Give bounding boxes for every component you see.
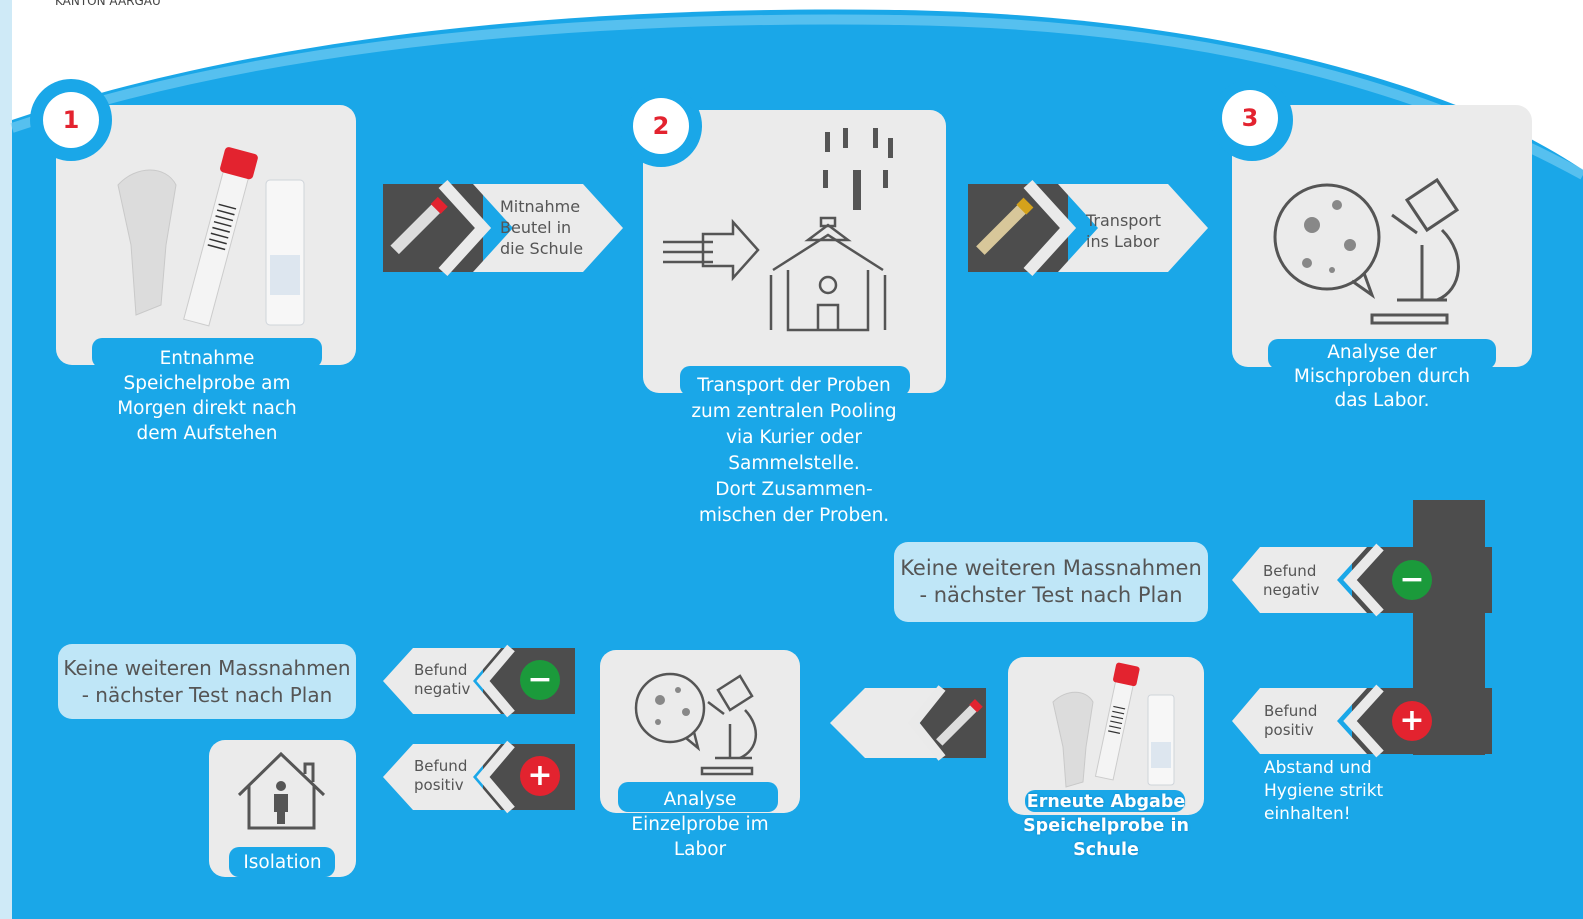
arrow-lab — [968, 179, 1208, 277]
microscope-icon — [1273, 177, 1460, 325]
canton-label: KANTON AARGAU — [55, 0, 161, 8]
resubmit-caption: Erneute Abgabe Speichelprobe in Schule — [1023, 792, 1189, 860]
step-2-card — [643, 110, 946, 393]
step-3-caption: Analyse der Mischproben durch das Labor. — [1293, 342, 1471, 411]
negative-minus-icon: − — [1392, 560, 1432, 600]
positive-plus-icon: + — [1392, 701, 1432, 741]
result-positive-left-label: Befund positiv — [414, 757, 468, 794]
result-negative-right-label: Befund negativ — [1263, 562, 1320, 599]
resubmit-label-tab — [1025, 790, 1185, 812]
arrow-lab-label: Transport ins Labor — [1086, 211, 1162, 251]
positive-plus-icon: + — [520, 756, 560, 796]
negative-minus-icon: − — [520, 660, 560, 700]
house-person-icon — [237, 751, 326, 830]
saliva-test-kit-icon — [117, 147, 305, 327]
arrow-to-single-analysis — [830, 685, 986, 761]
saliva-test-kit-icon — [1052, 662, 1175, 788]
step-2-caption: Transport der Proben zum zentralen Pooli… — [691, 375, 897, 526]
step-1-caption: Entnahme Speichelprobe am Morgen direkt … — [117, 348, 297, 444]
no-measures-right: Keine weiteren Massnahmen - nächster Tes… — [894, 542, 1208, 622]
single-analysis-caption: Analyse Einzelprobe im Labor — [631, 789, 769, 860]
isolation-label-tab — [229, 847, 335, 877]
result-negative-left-label: Befund negativ — [414, 661, 471, 698]
step-2-label-tab — [680, 366, 910, 396]
step-3-label-tab — [1268, 339, 1496, 369]
result-positive-right-label: Befund positiv — [1264, 702, 1318, 739]
step-3-card — [1232, 105, 1532, 367]
microscope-icon — [634, 672, 758, 776]
isolation-caption: Isolation — [243, 852, 322, 873]
step-1-card — [56, 105, 356, 365]
single-analysis-label-tab — [618, 782, 778, 812]
school-building-icon — [663, 128, 893, 332]
step-3-number: 3 — [1222, 90, 1278, 146]
arrow-bag-label: Mitnahme Beutel in die Schule — [500, 197, 584, 258]
no-measures-left: Keine weiteren Massnahmen - nächster Tes… — [58, 644, 356, 719]
step-2-number: 2 — [633, 98, 689, 154]
resubmit-card — [1008, 657, 1204, 815]
hygiene-note: Abstand und Hygiene strikt einhalten! — [1264, 758, 1384, 824]
arrow-bag — [383, 179, 623, 277]
step-1-label-tab — [92, 338, 322, 368]
step-1-number: 1 — [43, 92, 99, 148]
